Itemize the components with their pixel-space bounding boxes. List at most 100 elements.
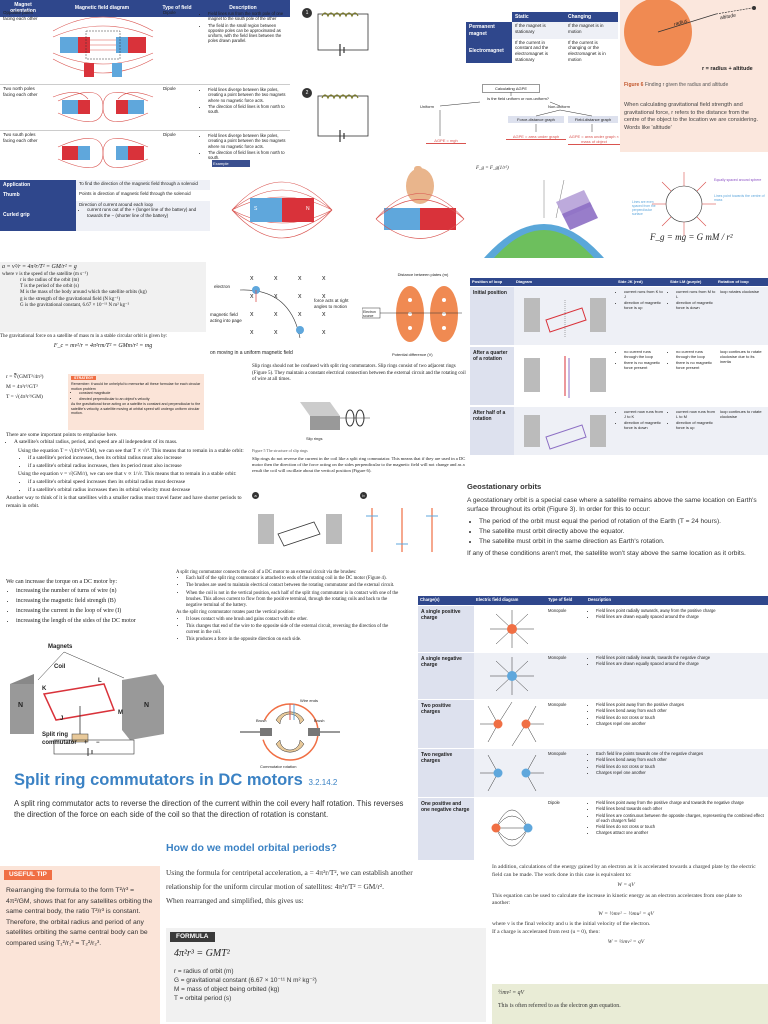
- figure6-note: When calculating gravitational field str…: [624, 102, 759, 131]
- induction-row-label: Electromagnet: [466, 38, 512, 64]
- induction-header-changing: Changing: [565, 12, 618, 23]
- formula-title: FORMULA: [170, 932, 215, 943]
- loop-pos: After half of a rotation: [470, 407, 514, 455]
- loop-jk: no current runs through the loopthere is…: [616, 349, 664, 371]
- charge-desc: Each field line points towards one of th…: [588, 751, 766, 776]
- circuit-number: 2: [302, 88, 312, 98]
- commutator-svg: [240, 703, 340, 761]
- charge-name: Two negative charges: [418, 749, 474, 797]
- grip-bullet: current runs out of the + (longer line o…: [87, 207, 207, 218]
- loop-header: Rotation of loop: [718, 279, 749, 284]
- grip-value: Points in direction of magnetic field th…: [79, 191, 191, 197]
- gravity-note-1: Equally spaced around sphere: [714, 178, 762, 182]
- svg-text:x: x: [250, 311, 254, 318]
- charge-desc-item: Field lines point radially outwards, awa…: [596, 608, 766, 613]
- grip-text: Direction of current around each loop: [79, 201, 154, 207]
- slip-rings-figure: Slip rings: [270, 396, 380, 446]
- comm-rotate: As the split ring commutator rotates pas…: [176, 610, 295, 616]
- magnet-row-desc: Field lines diverge between like poles, …: [200, 87, 288, 115]
- loop-jk-item: direction of magnetic force is up: [624, 300, 664, 310]
- torque-item: increasing the current in the loop of wi…: [16, 607, 176, 616]
- loop-jk-item: direction of magnetic force is down: [624, 420, 664, 430]
- charge-row-bg: [418, 749, 768, 797]
- loop-jk: current now runs from J to Kdirection of…: [616, 409, 664, 431]
- svg-text:x: x: [274, 311, 278, 318]
- loop-lm-item: current now runs from L to M: [676, 409, 716, 419]
- charge-desc-item: Field lines do not cross or touch: [596, 715, 766, 720]
- dipole-field: [491, 809, 533, 847]
- charge-desc: Field lines point radially inwards, towa…: [588, 655, 766, 668]
- sub-point: Using the equation v = √(GM/r), we can s…: [18, 471, 237, 478]
- sub-item: if a satellite's orbital radius increase…: [28, 463, 248, 470]
- eg-p4: If a charge is accelerated from rest (u …: [492, 928, 600, 935]
- formula-box: FORMULA 4π²r³ = GMT² r = radius of orbit…: [166, 928, 486, 1022]
- torque-item: increasing the length of the sides of th…: [16, 617, 176, 626]
- brush-right: Brush: [314, 718, 325, 723]
- electron-gun-highlight: ½mv² = qV This is often referred to as t…: [492, 984, 768, 1024]
- eg-p1: In addition, calculations of the energy …: [492, 864, 756, 878]
- l-label: L: [98, 678, 102, 684]
- svg-text:x: x: [322, 311, 326, 318]
- grip-value: To find the direction of the magnetic fi…: [76, 180, 210, 191]
- svg-text:x: x: [298, 311, 302, 318]
- minus-label: −: [96, 740, 100, 746]
- slip-rings-svg: [300, 402, 370, 430]
- charge-name: A single positive charge: [418, 606, 474, 652]
- induction-cell: If the current is changing or the electr…: [568, 39, 606, 62]
- strategy-title: STRATEGY: [71, 376, 97, 381]
- loop-rot: loop continues to rotate clockwise: [720, 409, 762, 419]
- magnet-row-1: Opposite poles facing each other Dipole …: [0, 9, 290, 83]
- sub-item: if a satellite's orbital radius increase…: [28, 487, 248, 494]
- orbit-var: r is the radius of the orbit (m): [20, 277, 80, 283]
- magnet-header-orientation: Magnet orientation: [0, 0, 46, 17]
- orbit-var: where v is the speed of the satellite (m…: [2, 271, 88, 277]
- charge-name: One positive and one negative charge: [418, 798, 474, 860]
- flow-fd2: Field-distance graph: [568, 116, 618, 123]
- plus-label: +: [84, 740, 88, 746]
- commutator-figure: Brush Brush Wire ends Commutator rotatio…: [220, 694, 360, 772]
- orbit-var: M is the mass of the body around which t…: [20, 290, 147, 296]
- charge-desc-item: Each field line points towards one of th…: [596, 751, 766, 756]
- single-positive-field: [490, 610, 534, 648]
- magnet-row-3: Two south poles facing each other Dipole…: [0, 130, 290, 176]
- loop-lm-item: no current runs through the loop: [676, 349, 716, 359]
- charge-header: Type of field: [548, 597, 573, 602]
- earth-radius-diagram: [624, 0, 756, 66]
- plates-top-label: Distance between plates (m): [397, 272, 449, 277]
- loop-lm: current runs from M to Ldirection of mag…: [668, 289, 716, 311]
- solenoid-circuit-2: 2: [300, 84, 380, 154]
- comm-intro: A split ring commutator connects the coi…: [176, 570, 357, 575]
- eg-eq1: W = qV: [617, 882, 635, 889]
- plates-bottom-label: Potential difference (V): [392, 352, 433, 357]
- charge-desc: Field lines point away from the positive…: [588, 702, 766, 727]
- loop-header: Diagram: [516, 279, 533, 284]
- charge-desc-item: Field lines are drawn equally spaced aro…: [596, 661, 766, 666]
- grip-label: Curled grip: [0, 200, 76, 231]
- orbital-points: There are some important points to empha…: [6, 432, 248, 510]
- split-code: 3.2.14.2: [308, 778, 338, 787]
- example-tag: Example: [212, 160, 250, 167]
- charge-desc: Field lines point radially outwards, awa…: [588, 608, 766, 621]
- desc-item: The direction of field lines is from nor…: [208, 150, 288, 161]
- torque-intro: We can increase the torque on a DC motor…: [6, 579, 117, 585]
- loop-jk: current runs from K to Jdirection of mag…: [616, 289, 664, 311]
- charge-header: Electric field diagram: [476, 597, 519, 602]
- orbital-formula-item: M = 4π²r³/GT²: [6, 383, 38, 390]
- svg-text:x: x: [274, 329, 278, 336]
- orbital-formula-item: T = √(4π²r³/GM): [6, 393, 43, 400]
- loop-lm-item: current runs from M to L: [676, 289, 716, 299]
- geo-item: The satellite must orbit in the same dir…: [479, 537, 767, 546]
- magnets-label: Magnets: [48, 644, 73, 650]
- charge-desc-item: Field lines bend away from each other: [596, 708, 766, 713]
- op-line: When rearranged and simplified, this giv…: [166, 896, 304, 906]
- loop-diagram: [524, 298, 606, 338]
- svg-text:x: x: [250, 329, 254, 336]
- comm-item2: This produces a force in the opposite di…: [186, 637, 402, 643]
- op-line: Using the formula for centripetal accele…: [166, 868, 413, 877]
- north-poles-diagram: [52, 92, 154, 122]
- desc-item: Field lines run from the north pole of o…: [208, 11, 288, 22]
- magnet-row-desc: Field lines diverge between like poles, …: [200, 133, 288, 161]
- induction-header-static: Static: [512, 12, 565, 23]
- comm-rotation: Commutator rotation: [260, 764, 297, 769]
- two-negative-field: [480, 754, 544, 792]
